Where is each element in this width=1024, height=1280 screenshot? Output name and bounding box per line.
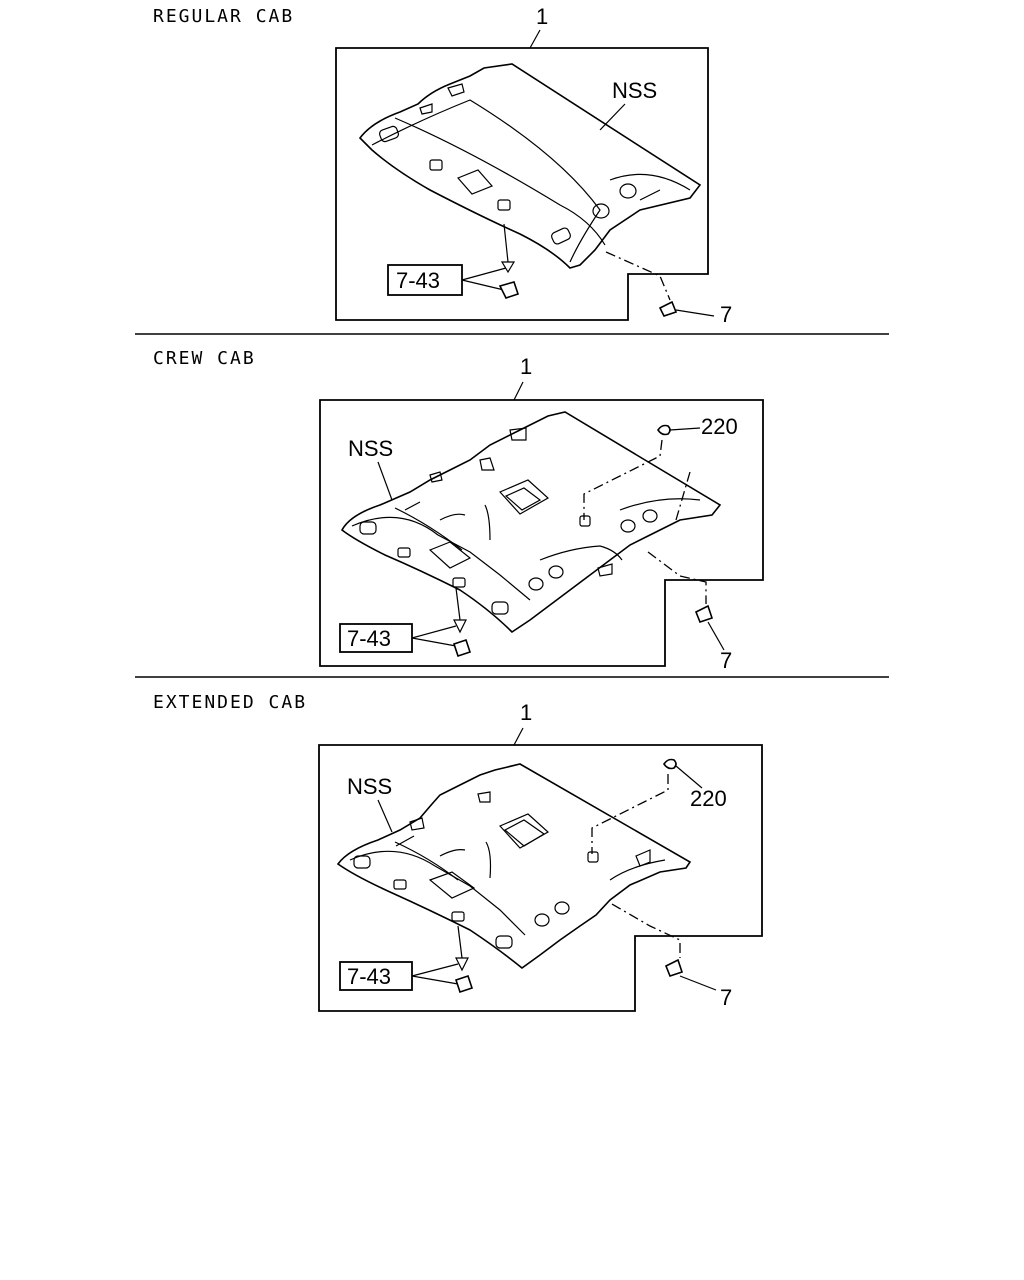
leader-line	[461, 267, 507, 281]
section-title: EXTENDED CAB	[153, 692, 307, 713]
dashed-leader	[675, 471, 691, 521]
leader-line	[461, 279, 505, 291]
section-title: CREW CAB	[153, 348, 256, 369]
clip-icon	[663, 758, 677, 770]
part-number-label: 1	[520, 700, 532, 725]
headliner-regular	[358, 63, 702, 269]
clip-icon	[657, 424, 671, 436]
screw-label: 7	[720, 302, 732, 327]
reference-label: 7-43	[347, 626, 391, 651]
frame-box	[335, 47, 709, 321]
leader-line	[679, 975, 717, 991]
screw-label: 7	[720, 985, 732, 1010]
leader-line	[599, 103, 626, 131]
nut-icon	[452, 638, 472, 658]
clip-icon	[500, 261, 516, 274]
leader-line	[707, 621, 725, 651]
frame-box	[319, 399, 764, 667]
frame-box	[318, 744, 763, 1012]
leader-line	[377, 461, 393, 501]
section-title: REGULAR CAB	[153, 6, 294, 27]
part-number-label: 1	[536, 4, 548, 29]
section-crew-cab: CREW CAB 1	[153, 348, 764, 673]
leader-line	[529, 29, 541, 49]
dashed-leader	[583, 439, 663, 520]
dashed-leader	[591, 774, 669, 854]
nut-icon	[498, 281, 520, 299]
clip-label: 220	[701, 414, 738, 439]
screw-icon	[664, 958, 684, 977]
dashed-leader	[605, 251, 671, 301]
screw-label: 7	[720, 648, 732, 673]
leader-line	[411, 637, 457, 647]
nut-icon	[454, 974, 474, 994]
headliner-extended	[336, 763, 692, 970]
leader-line	[503, 223, 509, 263]
leader-line	[513, 381, 524, 401]
leader-line	[513, 727, 524, 746]
clip-icon	[453, 619, 467, 634]
leader-line	[455, 587, 461, 621]
dashed-leader	[611, 903, 681, 958]
leader-line	[675, 765, 703, 789]
section-regular-cab: REGULAR CAB 1 NSS 7-43	[153, 4, 732, 327]
dashed-leader	[647, 551, 707, 604]
part-number-label: 1	[520, 354, 532, 379]
nss-label: NSS	[347, 774, 392, 799]
clip-label: 220	[690, 786, 727, 811]
nss-label: NSS	[612, 78, 657, 103]
headliner-crew	[340, 411, 722, 634]
leader-line	[411, 625, 457, 639]
section-extended-cab: EXTENDED CAB 1 NSS	[153, 692, 763, 1012]
screw-icon	[658, 300, 678, 317]
screw-icon	[694, 604, 714, 623]
leader-line	[377, 799, 393, 833]
reference-label: 7-43	[347, 964, 391, 989]
leader-line	[411, 975, 459, 985]
nss-label: NSS	[348, 436, 393, 461]
clip-icon	[455, 957, 469, 972]
leader-line	[675, 309, 715, 317]
leader-line	[669, 427, 701, 431]
leader-line	[457, 925, 463, 959]
reference-label: 7-43	[396, 268, 440, 293]
leader-line	[411, 963, 459, 977]
